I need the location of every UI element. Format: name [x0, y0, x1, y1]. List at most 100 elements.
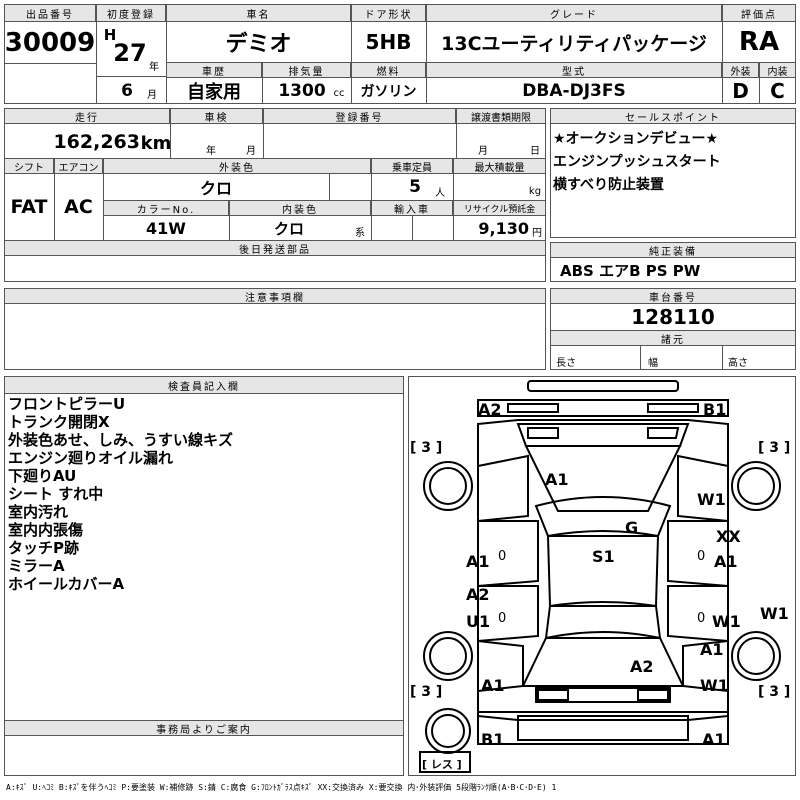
- model-label: 型式: [426, 62, 722, 78]
- inspector-note: 下廻りAU: [8, 467, 77, 485]
- inspector-note: ホイールカバーA: [8, 575, 125, 593]
- registration-year: 27: [113, 39, 147, 67]
- mark-b1-front: B1: [703, 400, 727, 419]
- interior-color-unit: 系: [355, 227, 365, 239]
- mark-w1-rear: W1: [700, 676, 729, 695]
- era-mark: H: [103, 26, 117, 44]
- exterior-grade: D: [732, 79, 749, 103]
- mark-b1-rear: B1: [481, 730, 505, 749]
- car-name-label: 車名: [166, 4, 351, 22]
- displacement-label: 排気量: [262, 62, 351, 78]
- transfer-month-unit: 月: [478, 145, 488, 157]
- caution-label: 注意事項欄: [4, 288, 546, 304]
- grade-label: グレード: [426, 4, 722, 22]
- registration-month: 6: [121, 81, 133, 101]
- mileage-unit: km: [142, 132, 170, 154]
- import-label: 輸入車: [371, 200, 453, 216]
- grade: 13Cユーティリティパッケージ: [441, 32, 707, 55]
- mark-a1-left-front: A1: [466, 552, 490, 571]
- max-load-label: 最大積載量: [453, 158, 546, 174]
- exterior-label: 外装: [722, 62, 759, 78]
- fuel-value: ガソリン: [360, 84, 417, 100]
- chassis-number: 128110: [631, 305, 715, 329]
- car-diagram-frame: [408, 376, 796, 776]
- legend-text: A:ｷｽﾞ U:ﾍｺﾐ B:ｷｽﾞを伴うﾍｺﾐ P:要塗装 W:補修跡 S:錆 …: [6, 783, 557, 792]
- inspection-year-unit: 年: [206, 145, 216, 157]
- height-label: 高さ: [728, 358, 748, 369]
- mark-tire-rear-left: [ 3 ]: [410, 684, 443, 700]
- mark-zero-3: 0: [498, 611, 507, 626]
- inspector-notes: フロントピラーU トランク開閉X 外装色あせ、しみ、うすい線キズ エンジン廻りオ…: [8, 395, 233, 593]
- inspector-note: タッチP跡: [8, 539, 79, 557]
- car-name: デミオ: [225, 32, 292, 57]
- office-notice-label: 事務局よりご案内: [4, 720, 404, 736]
- interior-grade: C: [770, 79, 785, 103]
- length-label: 長さ: [556, 358, 576, 369]
- door-type: 5HB: [365, 30, 412, 54]
- sales-point-line-3: 横すべり防止装置: [553, 177, 665, 193]
- inspection-month-unit: 月: [246, 145, 256, 157]
- interior-label: 内装: [759, 62, 796, 78]
- shift-value: FAT: [10, 196, 48, 218]
- inspection-label: 車検: [170, 108, 263, 124]
- transfer-day-unit: 日: [530, 145, 540, 157]
- inspector-note: エンジン廻りオイル漏れ: [8, 449, 174, 467]
- mark-a1-hood: A1: [545, 470, 569, 489]
- mark-spare-tire: [ レス ]: [422, 758, 462, 771]
- mark-a2-rear: A2: [630, 657, 654, 676]
- mark-a1-right-front: A1: [714, 552, 738, 571]
- mark-a1-rear-bumper: A1: [702, 730, 726, 749]
- transfer-label: 譲渡書類期限: [456, 108, 546, 124]
- plate-label: 登録番号: [263, 108, 456, 124]
- inspector-label: 検査員記入欄: [4, 376, 404, 394]
- recycle-label: リサイクル預託金: [453, 200, 546, 216]
- year-unit: 年: [149, 61, 159, 73]
- history-value: 自家用: [187, 82, 241, 103]
- mark-w1-side: W1: [760, 604, 789, 623]
- inspector-note: フロントピラーU: [8, 395, 126, 413]
- equipment-label: 純正装備: [550, 242, 796, 258]
- mark-tire-front-left: [ 3 ]: [410, 440, 443, 456]
- mark-zero-4: 0: [697, 611, 706, 626]
- mark-s1-roof: S1: [592, 547, 615, 566]
- mark-xx-right: XX: [716, 527, 741, 546]
- mark-a1-right-rear: A1: [700, 640, 724, 659]
- inspector-note: トランク開閉X: [8, 413, 110, 431]
- mark-w1-right-rear: W1: [712, 612, 741, 631]
- mark-a2-left: A2: [466, 585, 490, 604]
- inspector-note: 室内内張傷: [8, 521, 84, 539]
- mark-w1-front: W1: [697, 490, 726, 509]
- lot-label: 出品番号: [4, 4, 96, 22]
- month-unit: 月: [147, 89, 157, 101]
- inspector-note: シート すれ中: [8, 485, 104, 503]
- chassis-label: 車台番号: [550, 288, 796, 304]
- ac-value: AC: [64, 196, 93, 218]
- interior-color: クロ: [273, 219, 304, 238]
- dimensions-label: 諸元: [550, 330, 796, 346]
- mark-tire-front-right: [ 3 ]: [758, 440, 791, 456]
- score-value: RA: [738, 27, 780, 57]
- recycle-fee: 9,130: [478, 218, 529, 238]
- capacity-label: 乗車定員: [371, 158, 453, 174]
- fuel-label: 燃料: [351, 62, 426, 78]
- door-label: ドア形状: [351, 4, 426, 22]
- mileage-label: 走行: [4, 108, 170, 124]
- max-load-unit: kg: [528, 185, 542, 197]
- mark-zero-1: 0: [498, 549, 507, 564]
- width-label: 幅: [648, 358, 658, 369]
- mark-a2-front: A2: [478, 400, 502, 419]
- sales-point-line-1: ★オークションデビュー★: [553, 131, 719, 147]
- score-label: 評価点: [722, 4, 796, 22]
- capacity-unit: 人: [435, 187, 445, 199]
- capacity-value: 5: [409, 177, 421, 197]
- inspector-note: 室内汚れ: [8, 503, 69, 521]
- later-parts-label: 後日発送部品: [4, 240, 546, 256]
- mark-tire-rear-right: [ 3 ]: [758, 684, 791, 700]
- registration-label: 初度登録: [96, 4, 166, 22]
- inspector-note: 外装色あせ、しみ、うすい線キズ: [8, 431, 234, 449]
- displacement-unit: cc: [333, 87, 345, 99]
- car-diagram: [419, 380, 781, 773]
- shift-label: シフト: [4, 158, 54, 174]
- mileage-value: 162,263: [53, 131, 140, 153]
- mark-u1-left: U1: [466, 612, 491, 631]
